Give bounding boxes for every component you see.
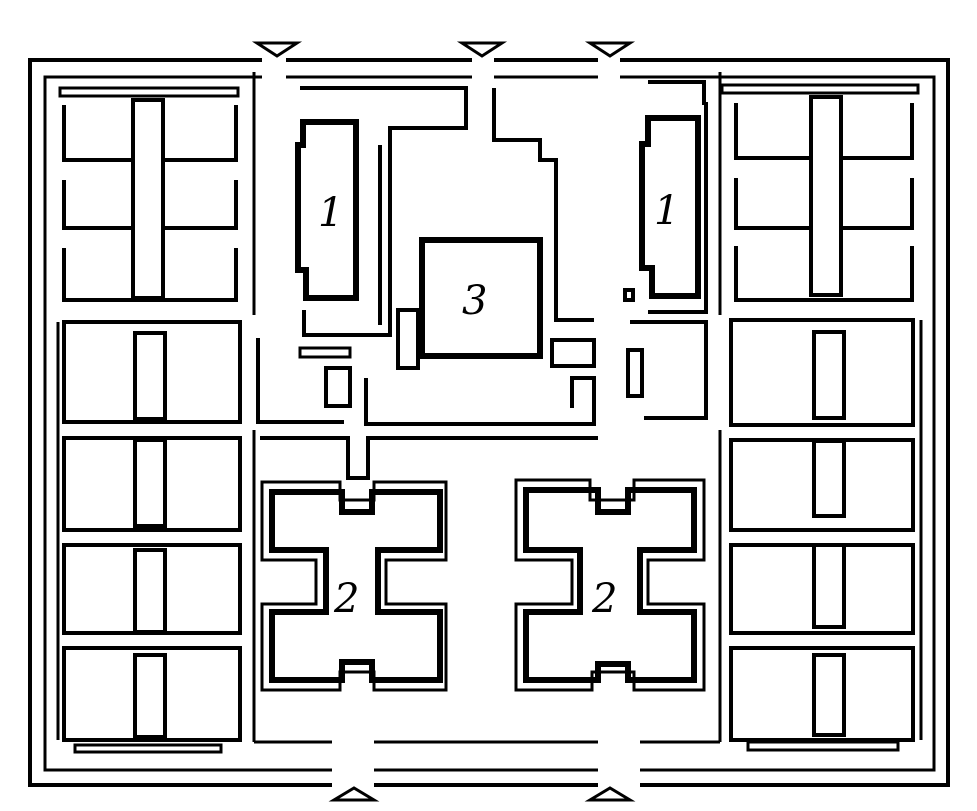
right-residential-blocks — [720, 83, 923, 752]
outer-boundary — [28, 58, 950, 787]
entrance-arrow-bottom-right — [584, 786, 636, 802]
building-1-right: 1 — [639, 115, 701, 299]
building-2-left: 2 — [260, 436, 598, 692]
inner-roads — [252, 72, 722, 744]
building-3-center: 3 — [419, 237, 543, 359]
building-2-right: 2 — [514, 478, 706, 692]
building-3-label: 3 — [462, 278, 487, 324]
entrance-arrow-top-left — [251, 41, 303, 58]
building-2-right-label: 2 — [591, 576, 617, 622]
entrance-arrow-top-center — [456, 41, 508, 58]
entrance-arrow-top-right — [584, 41, 636, 58]
entrance-arrows — [251, 41, 636, 802]
right-long-bar — [809, 95, 843, 297]
building-1-right-label: 1 — [654, 188, 679, 234]
left-long-bar — [131, 98, 165, 300]
central-upper-zone — [256, 80, 708, 426]
left-residential-blocks — [56, 86, 242, 754]
building-1-left-label: 1 — [318, 190, 343, 236]
building-2-left-label: 2 — [333, 576, 359, 622]
building-1-left: 1 — [295, 119, 359, 301]
entrance-arrow-bottom-left — [328, 786, 380, 802]
